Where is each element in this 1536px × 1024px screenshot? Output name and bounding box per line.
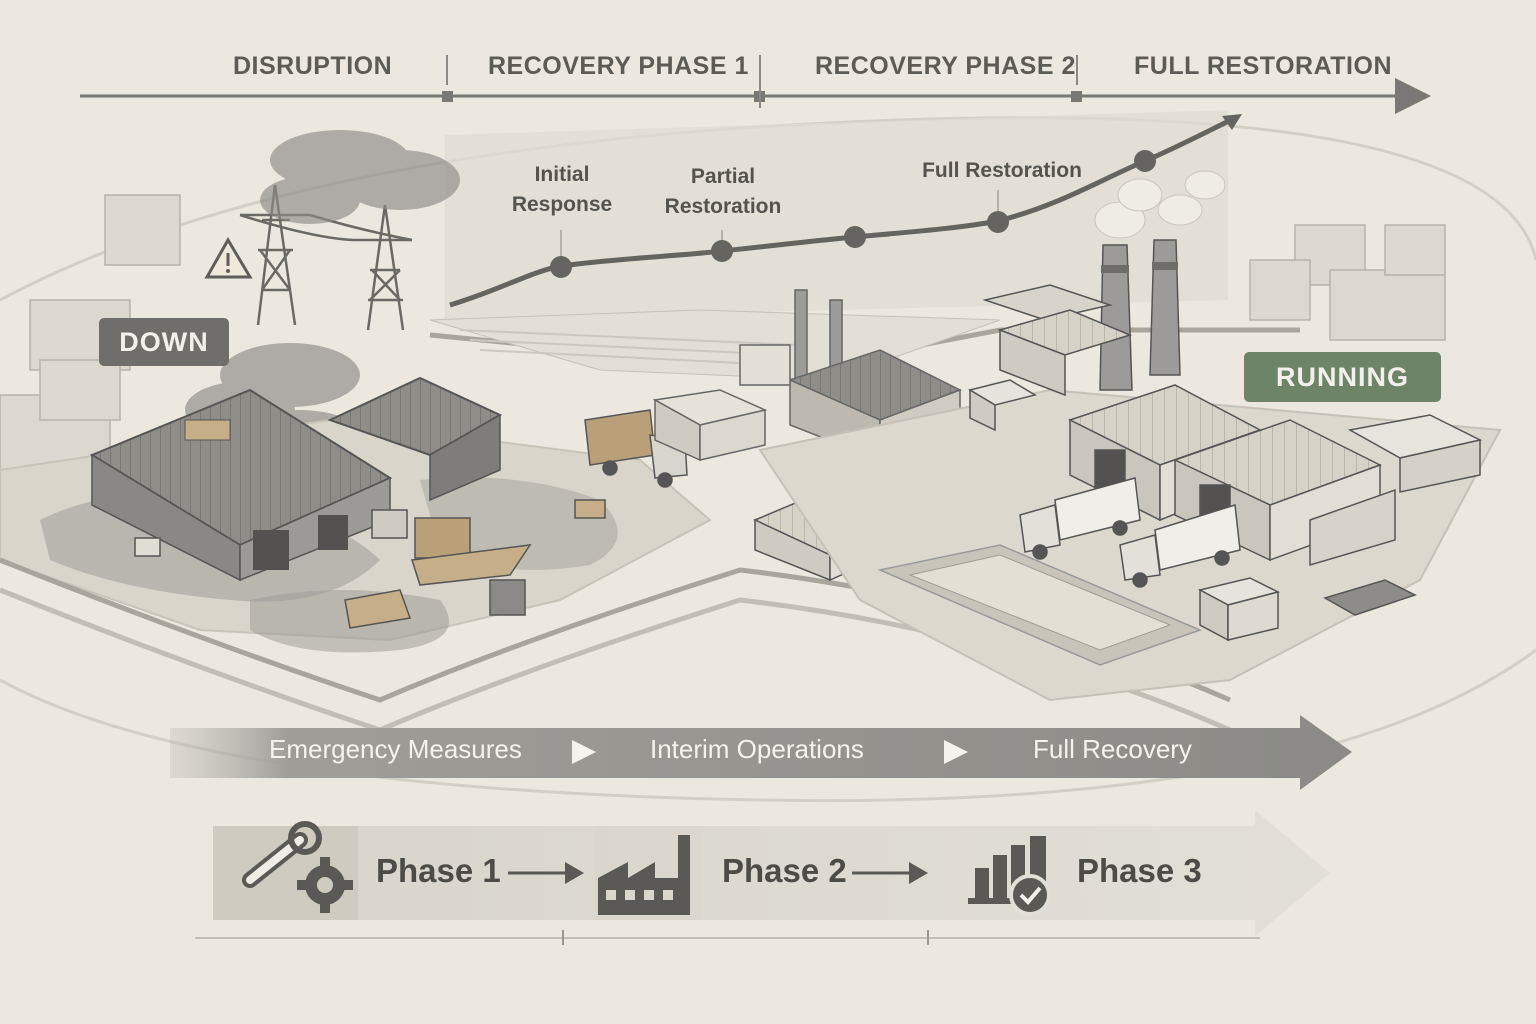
utility-structures bbox=[968, 379, 1417, 642]
flow-step-interim-operations: Interim Operations bbox=[650, 734, 864, 764]
milestone-partial-restoration: Partial Restoration bbox=[664, 165, 782, 218]
smokestacks-running bbox=[1094, 170, 1226, 391]
power-towers bbox=[239, 184, 413, 331]
phase-label-3: Phase 3 bbox=[1077, 852, 1202, 889]
distant-buildings-right bbox=[1249, 224, 1446, 341]
damaged-warehouse bbox=[89, 376, 503, 582]
flow-arrow-band bbox=[170, 715, 1352, 790]
milestone-full-restoration: Full Restoration bbox=[922, 159, 1082, 182]
status-badge-down: DOWN bbox=[99, 318, 229, 366]
phase-label-2: Phase 2 bbox=[722, 852, 847, 889]
top-timeline bbox=[80, 55, 1431, 114]
middle-buildings bbox=[652, 289, 962, 462]
status-badge-running: RUNNING bbox=[1244, 352, 1441, 402]
white-trucks-right bbox=[1019, 477, 1241, 588]
factory-icon bbox=[598, 835, 690, 915]
running-factories bbox=[982, 284, 1483, 567]
warning-triangle-icon bbox=[204, 237, 253, 279]
timeline-phase-full-restoration: FULL RESTORATION bbox=[1134, 52, 1392, 80]
recovery-curve bbox=[449, 114, 1242, 308]
timeline-phase-disruption: DISRUPTION bbox=[233, 52, 393, 80]
timeline-phase-recovery-1: RECOVERY PHASE 1 bbox=[488, 52, 749, 80]
flow-step-full-recovery: Full Recovery bbox=[1033, 734, 1192, 764]
flow-step-emergency-measures: Emergency Measures bbox=[269, 734, 522, 764]
phase-step-arrows bbox=[508, 862, 928, 884]
debris-crates bbox=[134, 499, 606, 629]
milestone-initial-response: Initial Response bbox=[511, 163, 613, 216]
wrench-gear-icon bbox=[242, 821, 353, 913]
phase-label-1: Phase 1 bbox=[376, 852, 501, 889]
timeline-phase-recovery-2: RECOVERY PHASE 2 bbox=[815, 52, 1076, 80]
bar-chart-check-icon bbox=[968, 836, 1051, 916]
recovery-curve-panel bbox=[445, 110, 1228, 320]
